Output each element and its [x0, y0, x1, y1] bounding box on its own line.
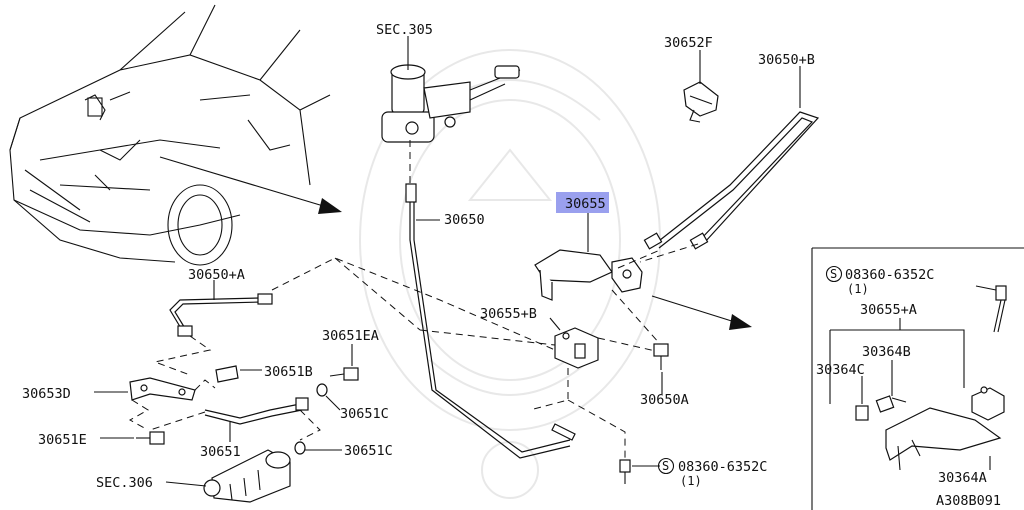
label-bolt-main[interactable]: 08360-6352C — [678, 459, 767, 475]
label-30364A[interactable]: 30364A — [938, 470, 987, 486]
label-30655[interactable]: 30655 — [565, 196, 606, 212]
highlight-30655 — [556, 192, 609, 213]
operating-cylinder — [203, 449, 291, 503]
label-30651C-1[interactable]: 30651C — [340, 406, 389, 422]
label-30655A[interactable]: 30655+A — [860, 302, 917, 318]
label-30651B[interactable]: 30651B — [264, 364, 313, 380]
bolt-30651EA — [329, 367, 359, 381]
label-sec306[interactable]: SEC.306 — [96, 475, 153, 491]
clutch-master-cylinder — [381, 64, 521, 143]
clutch-tube-30650 — [409, 190, 571, 459]
label-30652F[interactable]: 30652F — [664, 35, 713, 51]
label-30653D[interactable]: 30653D — [22, 386, 71, 402]
inset-panel — [811, 247, 1024, 510]
label-bolt-main-qty: (1) — [680, 474, 702, 488]
label-bolt-inset-qty: (1) — [847, 282, 869, 296]
label-30650[interactable]: 30650 — [444, 212, 485, 228]
label-30364B[interactable]: 30364B — [862, 344, 911, 360]
label-30651[interactable]: 30651 — [200, 444, 241, 460]
washer-30651C-2 — [294, 441, 306, 455]
tube-30650B — [643, 111, 820, 250]
arrow-to-inset — [651, 295, 752, 330]
hose-30651 — [204, 397, 309, 425]
label-bolt-inset[interactable]: 08360-6352C — [845, 267, 934, 283]
label-30651C-2[interactable]: 30651C — [344, 443, 393, 459]
bracket-30655 — [534, 249, 643, 301]
label-30650A[interactable]: 30650A — [640, 392, 689, 408]
bolt-30651E — [136, 431, 165, 445]
diagram-id: A308B091 — [936, 493, 1001, 509]
clip-30652F — [683, 81, 719, 123]
label-30650B[interactable]: 30650+B — [758, 52, 815, 68]
label-30655B[interactable]: 30655+B — [480, 306, 537, 322]
label-30650A-plus[interactable]: 30650+A — [188, 267, 245, 283]
car-illustration — [9, 4, 331, 266]
bracket-30653D — [129, 377, 196, 401]
s-symbol-inset — [825, 265, 843, 283]
clip-30651B — [215, 365, 239, 383]
label-30651EA[interactable]: 30651EA — [322, 328, 379, 344]
s-symbol-main-text: S — [662, 459, 669, 473]
s-symbol-main — [657, 457, 675, 475]
bolt-08360-main — [619, 459, 631, 484]
connector-30655B — [554, 327, 599, 369]
s-symbol-inset-text: S — [830, 267, 837, 281]
washer-30651C-1 — [316, 383, 328, 397]
tube-30650A — [169, 293, 273, 337]
label-sec305[interactable]: SEC.305 — [376, 22, 433, 38]
label-30364C[interactable]: 30364C — [816, 362, 865, 378]
label-30651E[interactable]: 30651E — [38, 432, 87, 448]
bolt-30650A — [653, 343, 669, 370]
arrow-car-to-master — [159, 156, 342, 214]
